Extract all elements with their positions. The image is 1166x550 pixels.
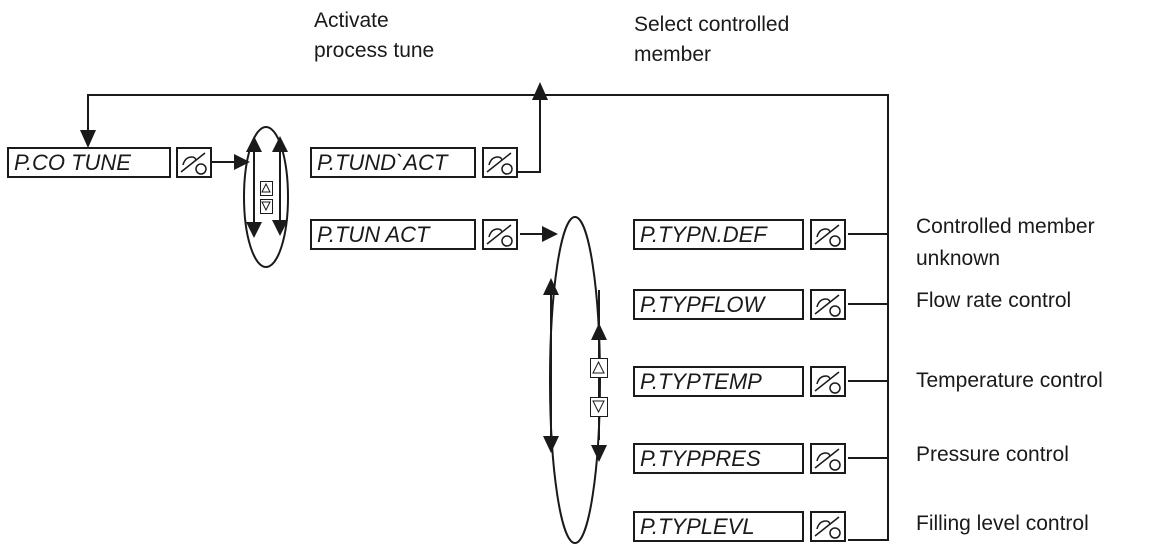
desc-pressure: Pressure control (916, 443, 1069, 466)
desc-controlled-member-line2: unknown (916, 247, 1001, 270)
up-triangle-icon[interactable] (260, 181, 273, 196)
hand-magnifier-icon[interactable] (810, 219, 846, 250)
up-triangle-icon[interactable] (590, 358, 608, 378)
hand-magnifier-icon[interactable] (176, 147, 212, 178)
display-p-typn-def: P.TYPN.DEF (633, 219, 804, 250)
hand-magnifier-icon[interactable] (810, 511, 846, 542)
hand-magnifier-icon[interactable] (810, 366, 846, 397)
display-p-typflow: P.TYPFLOW (633, 289, 804, 320)
large-selector-loop (549, 216, 601, 544)
down-triangle-icon[interactable] (590, 397, 608, 417)
desc-flow-rate: Flow rate control (916, 289, 1072, 312)
heading-activate-line2: process tune (314, 39, 435, 62)
small-selector-loop (243, 126, 289, 268)
display-p-co-tune: P.CO TUNE (7, 147, 171, 178)
hand-magnifier-icon[interactable] (482, 147, 518, 178)
heading-select-line2: member (634, 43, 712, 66)
display-p-typpres: P.TYPPRES (633, 443, 804, 474)
heading-activate-line1: Activate (314, 9, 389, 32)
display-p-tund-act: P.TUND`ACT (310, 147, 476, 178)
hand-magnifier-icon[interactable] (810, 289, 846, 320)
hand-magnifier-icon[interactable] (482, 219, 518, 250)
heading-select-line1: Select controlled (634, 13, 790, 36)
display-p-typtemp: P.TYPTEMP (633, 366, 804, 397)
desc-filling-level: Filling level control (916, 512, 1089, 535)
tund-act-exit-line (517, 97, 541, 173)
return-loop-line (87, 94, 889, 541)
display-p-typlevl: P.TYPLEVL (633, 511, 804, 542)
hand-magnifier-icon[interactable] (810, 443, 846, 474)
desc-temperature: Temperature control (916, 369, 1103, 392)
display-p-tun-act: P.TUN ACT (310, 219, 476, 250)
down-triangle-icon[interactable] (260, 199, 273, 214)
desc-controlled-member-line1: Controlled member (916, 215, 1095, 238)
